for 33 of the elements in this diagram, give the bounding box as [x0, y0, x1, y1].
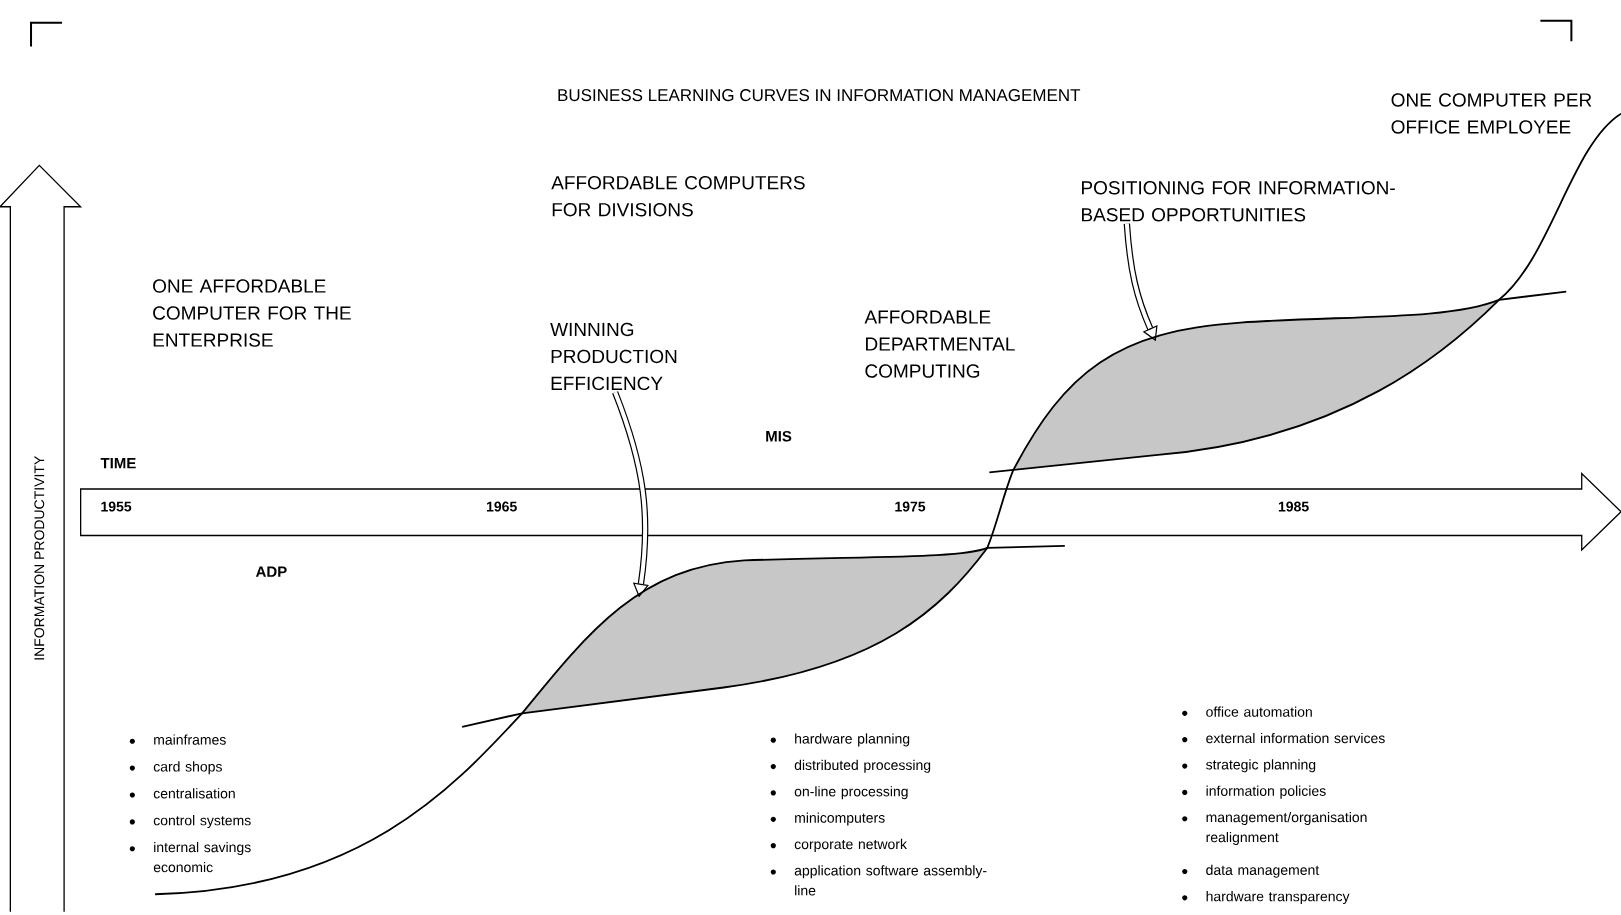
list-item: control systems [153, 815, 251, 829]
annotation-text: ONE AFFORDABLE COMPUTER FOR THE ENTERPRISE [153, 279, 351, 347]
list-item: information policies [1206, 785, 1326, 799]
stage-label: ADP [255, 566, 287, 577]
annotation-text: AFFORDABLE DEPARTMENTAL COMPUTING [864, 310, 1015, 378]
list-item: hardware transparency [1206, 891, 1350, 905]
stage-label: MIS [766, 431, 792, 442]
annotation-text: AFFORDABLE COMPUTERS FOR DIVISIONS [551, 176, 805, 217]
list-item: data management [1206, 864, 1320, 878]
annotation-text: ONE COMPUTER PER OFFICE EMPLOYEE [1391, 93, 1592, 134]
annotation-text: WINNING PRODUCTION EFFICIENCY [550, 322, 677, 391]
list-item: external information services [1206, 732, 1385, 744]
list-item: minicomputers [795, 812, 885, 826]
list-item: distributed processing [794, 759, 931, 773]
title: BUSINESS LEARNING CURVES IN INFORMATION MANAGEMENT [558, 89, 1081, 102]
annotation-text: POSITIONING FOR INFORMATION-BASED OPPORTUNITIES [1082, 181, 1395, 222]
list-item: internal savings economic [153, 842, 251, 873]
list-item: on-line processing [794, 786, 908, 800]
list-item: mainframes [154, 734, 226, 745]
year-label: 1985 [1278, 501, 1309, 512]
list-item: application software assembly-line [794, 865, 987, 896]
year-label: 1965 [486, 501, 517, 512]
axis-label: INFORMATION PRODUCTIVITY [34, 456, 45, 660]
list-item: strategic planning [1206, 759, 1316, 773]
stage-label: TIME [100, 458, 136, 469]
list-item: card shops [153, 761, 222, 775]
list-item: hardware planning [795, 733, 910, 747]
list-item: centralisation [153, 788, 235, 799]
list-item: corporate network [794, 838, 907, 852]
list-item: office automation [1206, 706, 1312, 717]
year-label: 1975 [895, 501, 926, 512]
list-item: management/organisation realignment [1206, 812, 1367, 846]
year-label: 1955 [101, 501, 132, 512]
